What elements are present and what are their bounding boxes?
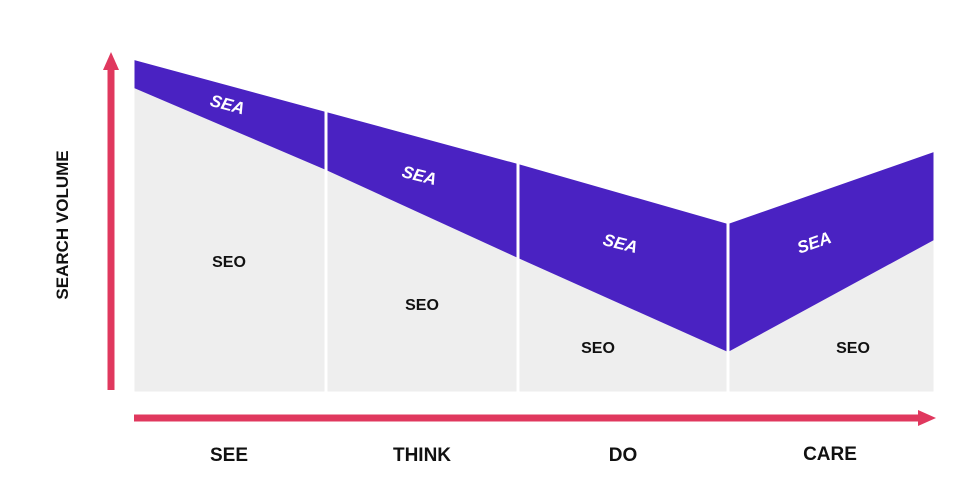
- seo-label-do: SEO: [581, 340, 615, 357]
- stage-label-think: THINK: [393, 445, 451, 466]
- seo-label-think: SEO: [405, 297, 439, 314]
- y-axis-label: SEARCH VOLUME: [53, 150, 72, 299]
- sea-band-do: [518, 164, 728, 352]
- seo-label-care: SEO: [836, 340, 870, 357]
- sea-band-think: [326, 112, 518, 258]
- sea-band-see: [134, 60, 326, 170]
- seo-label-see: SEO: [212, 254, 246, 271]
- seo-area-do: [518, 258, 728, 392]
- sea-band-care: [728, 152, 934, 352]
- seo-area-care: [728, 240, 934, 392]
- seo-area-see: [134, 88, 326, 392]
- stage-label-care: CARE: [803, 444, 857, 465]
- stage-label-see: SEE: [210, 445, 248, 466]
- stage-label-do: DO: [609, 445, 638, 466]
- y-axis-arrowhead: [103, 52, 119, 70]
- seo-area-think: [326, 170, 518, 392]
- x-axis-arrowhead: [918, 410, 936, 426]
